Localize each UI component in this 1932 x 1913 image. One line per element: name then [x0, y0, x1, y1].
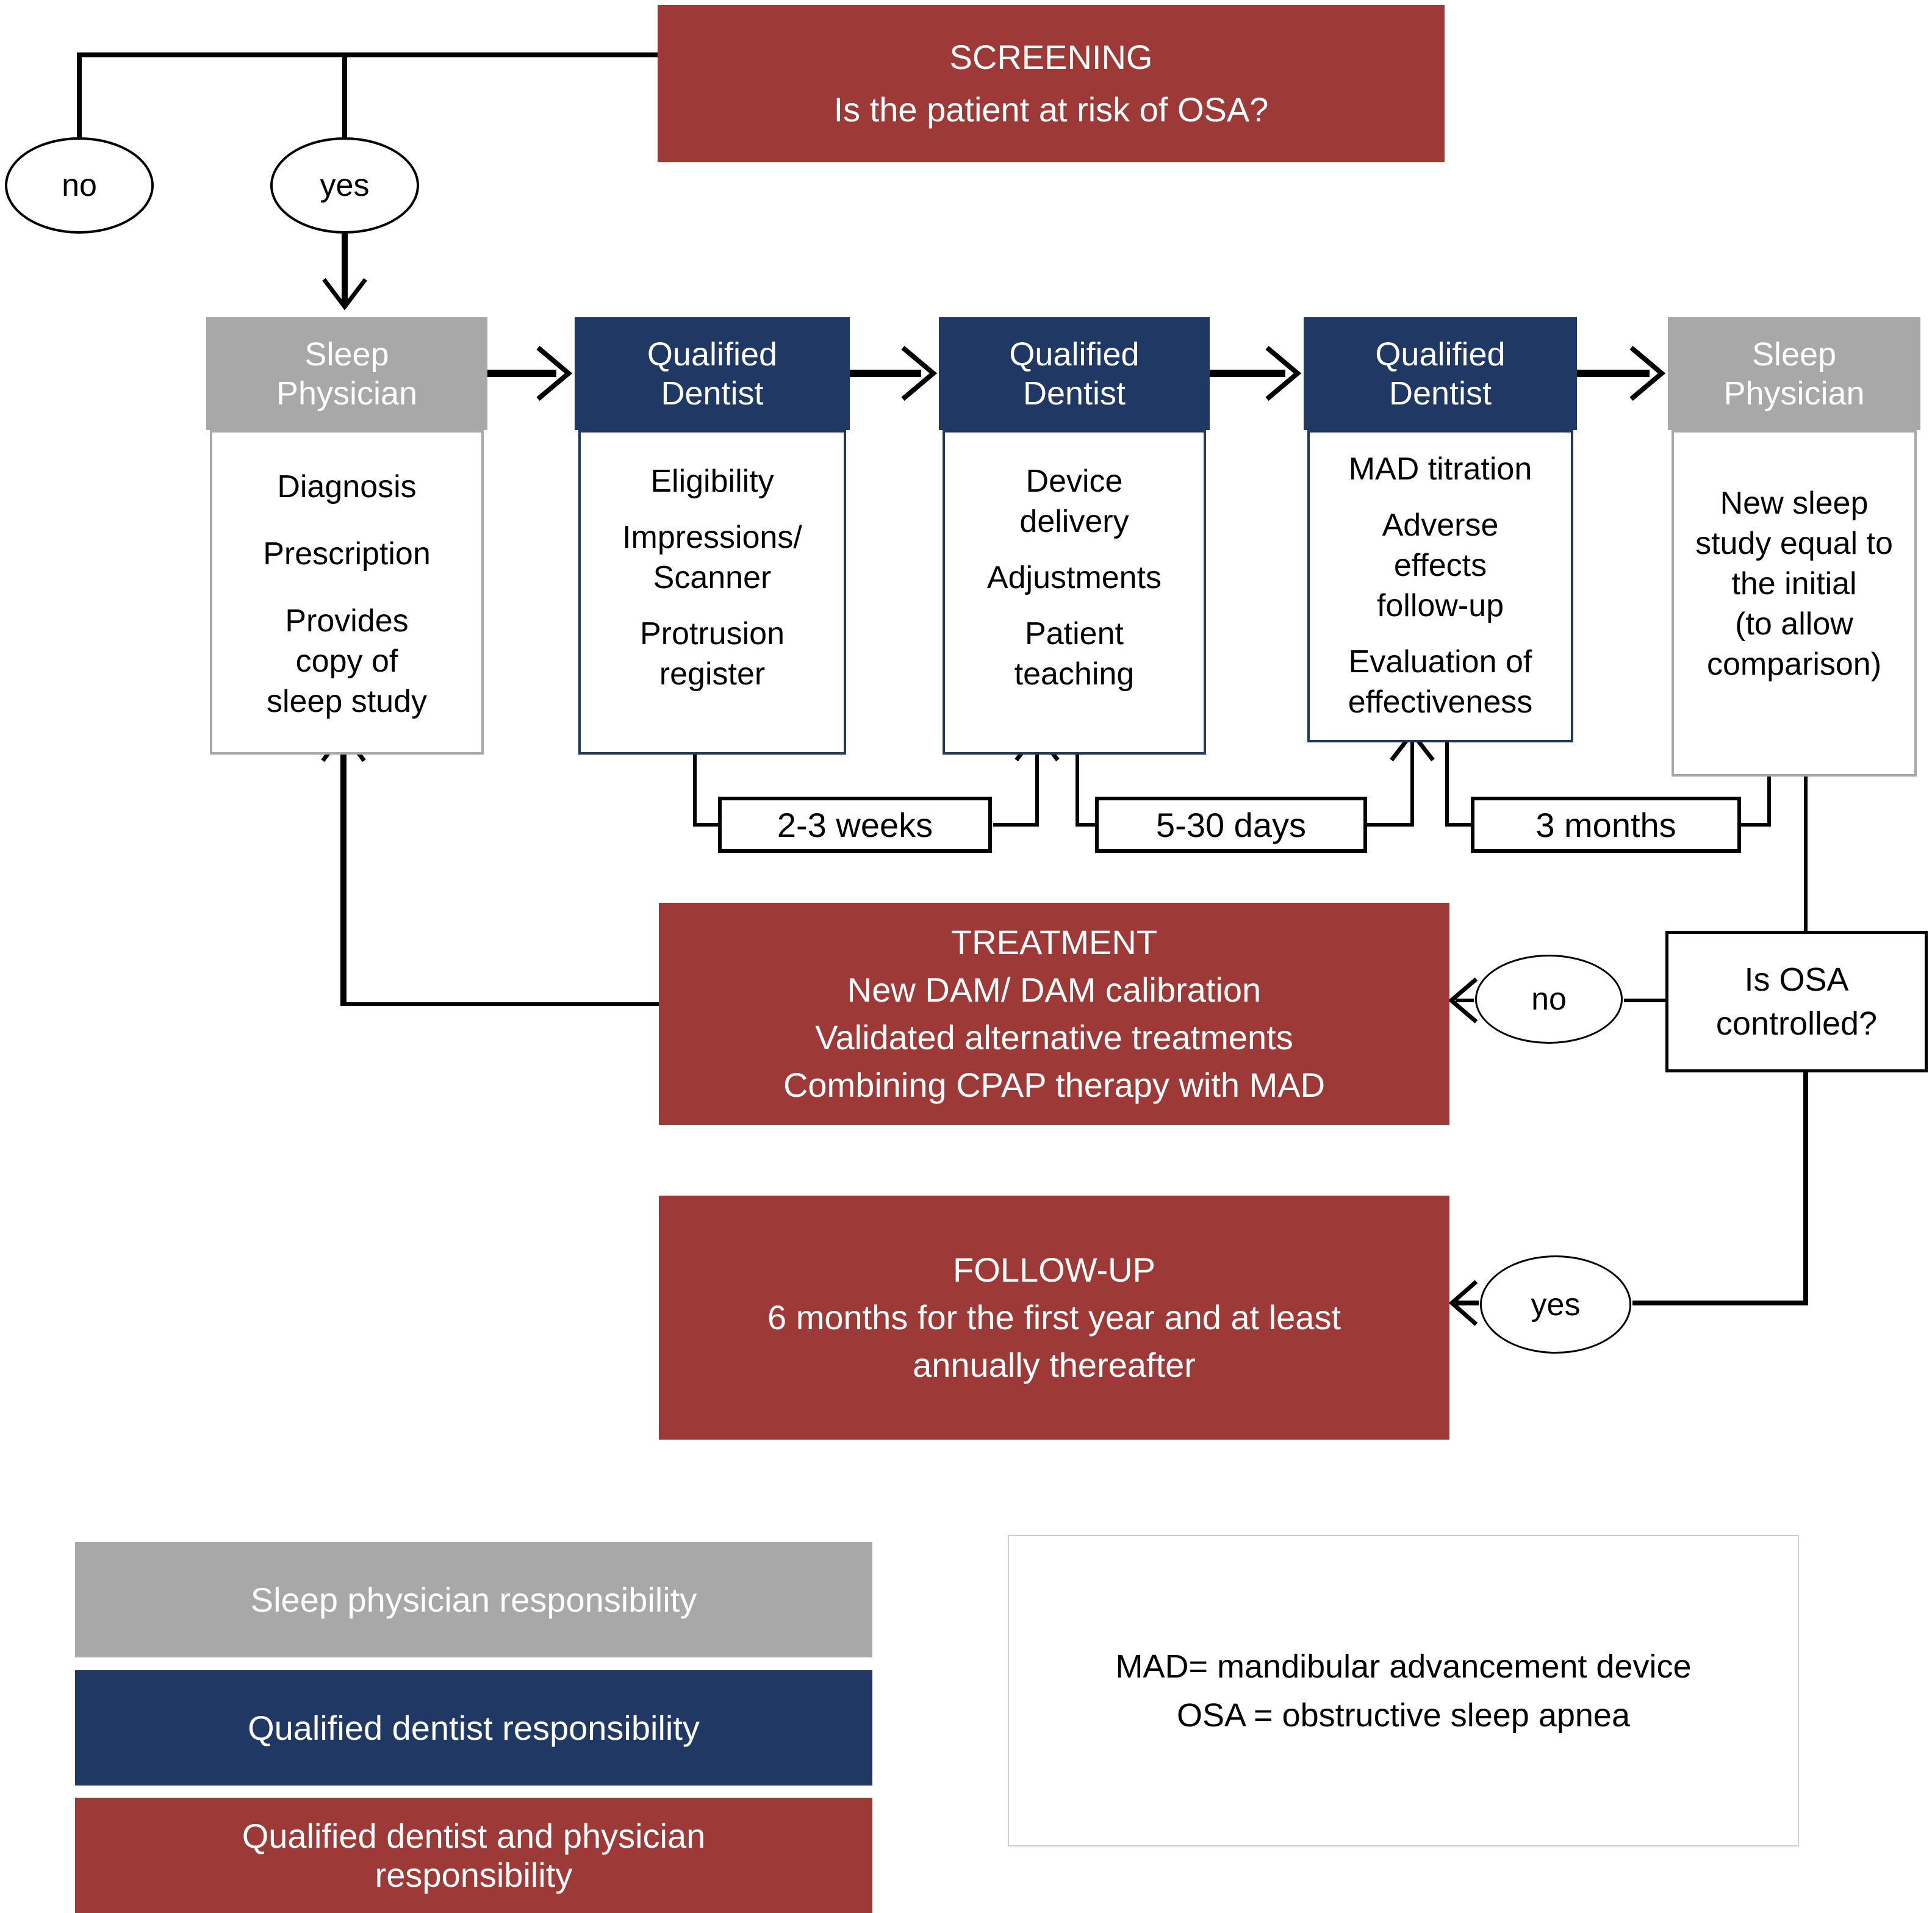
osa-no-ellipse: no — [1475, 955, 1623, 1044]
connector-col3-to-interval2 — [1076, 730, 1095, 827]
column-3-item: Device delivery — [1019, 464, 1129, 539]
column-2-item: Eligibility — [650, 464, 774, 499]
connector-col4-to-interval3 — [1445, 730, 1471, 827]
column-3-body: Device delivery Adjustments Patient teac… — [943, 430, 1206, 755]
follow-up-box: FOLLOW-UP 6 months for the first year an… — [659, 1196, 1449, 1440]
arrow-col4-col5-head — [1629, 345, 1666, 401]
arrow-col2-col3-head — [901, 345, 938, 401]
osa-controlled-decision-box: Is OSA controlled? — [1665, 931, 1928, 1072]
treatment-title: TREATMENT — [950, 923, 1158, 961]
legend-qualified-dentist: Qualified dentist responsibility — [75, 1670, 872, 1786]
screening-no-ellipse: no — [5, 137, 154, 234]
abbreviation-osa: OSA = obstructive sleep apnea — [1177, 1696, 1630, 1734]
arrow-yes-to-followup-head — [1448, 1280, 1478, 1326]
column-4-header: Qualified Dentist — [1304, 317, 1577, 430]
osa-yes-label: yes — [1531, 1287, 1581, 1323]
column-3-item: Adjustments — [986, 560, 1162, 595]
column-4-item: Adverse effects follow-up — [1376, 508, 1504, 623]
column-1-body: Diagnosis Prescription Provides copy of … — [210, 430, 484, 755]
screening-question: Is the patient at risk of OSA? — [833, 90, 1269, 129]
arrow-yes-to-sleep-physician-head — [322, 278, 367, 310]
abbreviations-box: MAD= mandibular advancement device OSA =… — [1008, 1535, 1799, 1847]
arrow-no-to-treatment-head — [1448, 977, 1478, 1024]
column-1-item: Diagnosis — [277, 469, 417, 504]
connector-screening-to-decisions — [77, 52, 658, 137]
column-3-item: Patient teaching — [1014, 616, 1135, 692]
column-3-header: Qualified Dentist — [939, 317, 1210, 430]
column-dentist-titration: Qualified Dentist MAD titration Adverse … — [1304, 317, 1577, 742]
interval-box-2-3-weeks: 2-3 weeks — [718, 797, 992, 853]
interval-box-3-months: 3 months — [1471, 797, 1741, 853]
connector-col2-to-interval1 — [693, 730, 718, 827]
column-2-item: Protrusion register — [640, 616, 785, 692]
column-5-item: New sleep study equal to the initial (to… — [1695, 486, 1893, 682]
follow-up-title: FOLLOW-UP — [953, 1251, 1155, 1289]
column-2-header: Qualified Dentist — [575, 317, 850, 430]
column-sleep-physician-initial: Sleep Physician Diagnosis Prescription P… — [206, 317, 487, 755]
connector-osa-to-yes — [1632, 1072, 1808, 1305]
osa-yes-ellipse: yes — [1480, 1255, 1631, 1354]
treatment-box: TREATMENT New DAM/ DAM calibration Valid… — [659, 903, 1449, 1125]
column-1-item: Provides copy of sleep study — [266, 603, 428, 719]
column-dentist-delivery: Qualified Dentist Device delivery Adjust… — [939, 317, 1210, 755]
screening-box: SCREENING Is the patient at risk of OSA? — [658, 5, 1445, 162]
connector-interval2-to-col4 — [1367, 737, 1414, 827]
osa-no-label: no — [1531, 982, 1567, 1017]
column-2-body: Eligibility Impressions/ Scanner Protrus… — [578, 430, 846, 755]
screening-no-label: no — [62, 168, 97, 203]
column-5-header: Sleep Physician — [1668, 317, 1920, 430]
column-dentist-eligibility: Qualified Dentist Eligibility Impression… — [575, 317, 850, 755]
interval-box-5-30-days: 5-30 days — [1095, 797, 1367, 853]
column-4-body: MAD titration Adverse effects follow-up … — [1307, 430, 1573, 742]
column-5-body: New sleep study equal to the initial (to… — [1672, 430, 1917, 777]
arrow-col1-col2-head — [536, 345, 573, 401]
column-sleep-physician-review: Sleep Physician New sleep study equal to… — [1668, 317, 1920, 777]
column-1-header: Sleep Physician — [206, 317, 487, 430]
column-1-item: Prescription — [263, 536, 431, 572]
column-4-item: Evaluation of effectiveness — [1348, 644, 1533, 720]
connector-interval1-to-col3 — [993, 737, 1039, 827]
legend-sleep-physician: Sleep physician responsibility — [75, 1542, 872, 1657]
screening-yes-label: yes — [320, 168, 370, 203]
column-2-item: Impressions/ Scanner — [622, 520, 802, 595]
column-4-item: MAD titration — [1348, 451, 1532, 487]
abbreviation-mad: MAD= mandibular advancement device — [1115, 1648, 1692, 1685]
arrow-col3-col4-head — [1265, 345, 1302, 401]
screening-yes-ellipse: yes — [270, 137, 419, 234]
screening-title: SCREENING — [949, 38, 1153, 76]
legend-dentist-and-physician: Qualified dentist and physician responsi… — [75, 1798, 872, 1913]
